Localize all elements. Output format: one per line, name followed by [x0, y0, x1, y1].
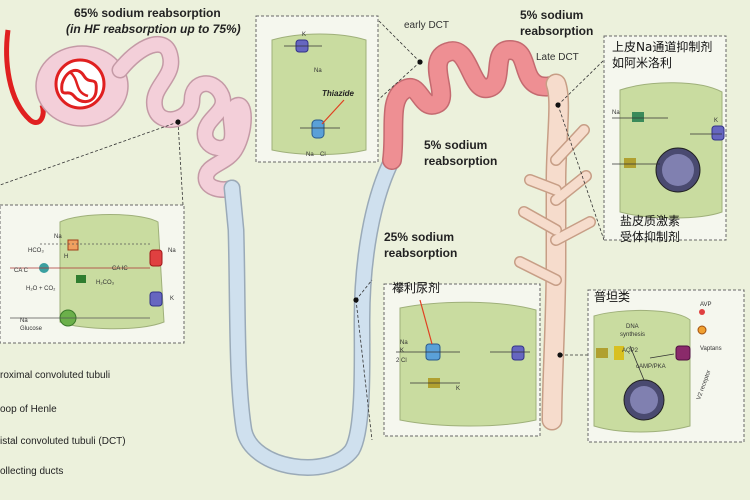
- connector-lines: [0, 19, 605, 441]
- proximal-reabsorption-label: 65% sodium reabsorption: [74, 6, 221, 20]
- late-pct-line1: 5% sodium: [520, 8, 584, 22]
- mra-line1: 盐皮质激素: [620, 214, 681, 228]
- inset-proximal: Na HCO₃ H CA C CA IC H₂CO₃ H₂O + CO₂ Na …: [0, 204, 185, 344]
- late-dct-label: Late DCT: [536, 52, 579, 63]
- svg-text:2 Cl: 2 Cl: [396, 358, 407, 364]
- late-pct-line2: reabsorption: [520, 24, 594, 38]
- loop-pct-line2: reabsorption: [384, 246, 458, 260]
- svg-text:K: K: [456, 386, 460, 392]
- early-pct-line1: 5% sodium: [424, 138, 488, 152]
- legend-item-collecting: ollecting ducts: [0, 466, 64, 477]
- svg-text:AQP2: AQP2: [622, 348, 639, 354]
- svg-text:Thiazide: Thiazide: [322, 89, 355, 98]
- svg-text:cAMP/PKA: cAMP/PKA: [636, 364, 666, 370]
- svg-text:CA C: CA C: [14, 268, 29, 274]
- svg-text:Na: Na: [400, 340, 408, 346]
- svg-text:H₂O + CO₂: H₂O + CO₂: [26, 286, 56, 292]
- svg-text:AVP: AVP: [700, 302, 712, 308]
- svg-text:Glucose: Glucose: [20, 326, 43, 332]
- svg-text:H₂CO₃: H₂CO₃: [96, 280, 115, 286]
- svg-text:K: K: [714, 118, 718, 124]
- svg-text:Na: Na: [168, 248, 176, 254]
- loop-diuretic-label: 襻利尿剂: [392, 281, 441, 295]
- connector-dots: [175, 59, 563, 358]
- svg-text:HCO₃: HCO₃: [28, 248, 44, 254]
- svg-text:H: H: [64, 254, 68, 260]
- afferent-arteriole: [4, 29, 46, 125]
- early-pct-line2: reabsorption: [424, 154, 498, 168]
- svg-text:Cl: Cl: [320, 152, 326, 158]
- svg-text:Na: Na: [54, 234, 62, 240]
- svg-text:synthesis: synthesis: [620, 332, 645, 338]
- legend-item-dct: istal convoluted tubuli (DCT): [0, 436, 126, 447]
- inset-vaptan: DNA synthesis AQP2 cAMP/PKA AVP Vaptans …: [587, 289, 745, 443]
- svg-text:Vaptans: Vaptans: [700, 346, 722, 352]
- inset-enac: Na K: [603, 35, 727, 241]
- collecting-duct-branches: [514, 124, 596, 286]
- svg-text:Na: Na: [314, 68, 322, 74]
- enac-inhibitor-line1: 上皮Na通道抑制剂: [612, 40, 713, 54]
- svg-text:CA IC: CA IC: [112, 266, 128, 272]
- svg-text:K: K: [302, 32, 306, 38]
- legend-item-proximal: roximal convoluted tubuli: [0, 370, 111, 381]
- svg-text:Na: Na: [306, 152, 314, 158]
- proximal-hf-label: (in HF reabsorption up to 75%): [66, 22, 241, 36]
- vaptan-label: 普坦类: [594, 290, 631, 304]
- glomerulus: [35, 45, 129, 127]
- svg-text:K: K: [400, 348, 404, 354]
- svg-text:DNA: DNA: [626, 324, 639, 330]
- inset-loop-diuretic: Na K 2 Cl K: [383, 283, 541, 437]
- svg-text:Na: Na: [20, 318, 28, 324]
- svg-text:Na: Na: [612, 110, 620, 116]
- inset-thiazide: K Na Na Cl Thiazide: [255, 15, 379, 163]
- legend-item-loop: oop of Henle: [0, 404, 57, 415]
- mra-line2: 受体抑制剂: [620, 230, 681, 244]
- svg-text:K: K: [170, 296, 174, 302]
- loop-pct-line1: 25% sodium: [384, 230, 455, 244]
- early-dct-label: early DCT: [404, 20, 450, 31]
- enac-inhibitor-line2: 如阿米洛利: [612, 56, 673, 70]
